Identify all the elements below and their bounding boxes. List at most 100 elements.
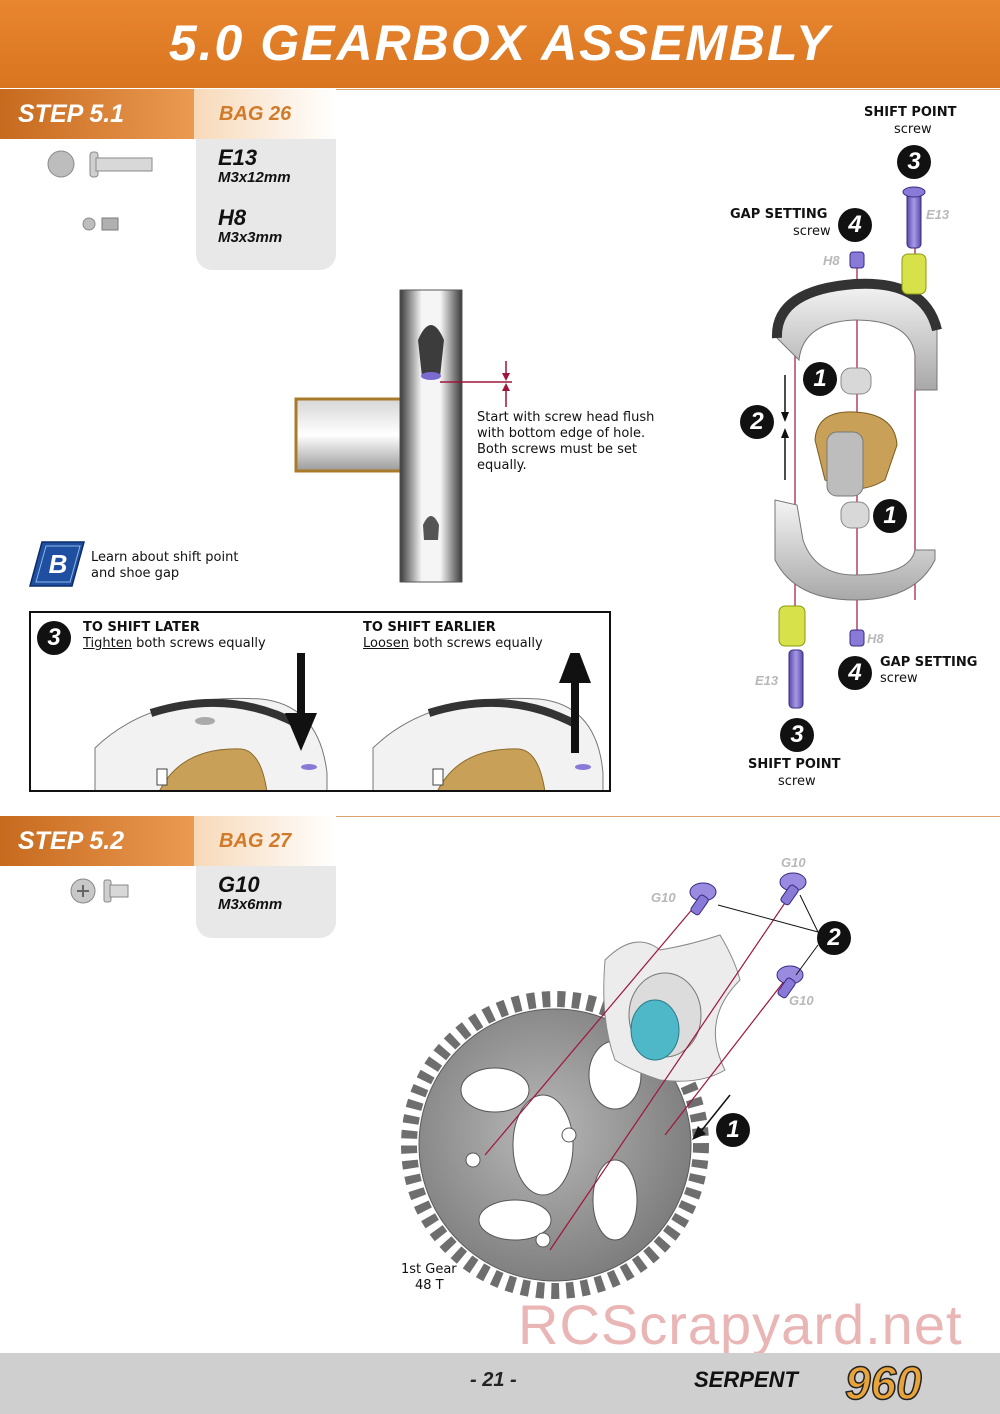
loosen-arrow-head [559, 653, 591, 683]
assembly-direction-arrow [697, 1094, 731, 1136]
g10-screw-3-shape [776, 965, 804, 999]
part-code-e13: E13 [218, 145, 258, 170]
shift-point-bottom-title: SHIFT POINT [748, 757, 841, 772]
step-5-1-bar: STEP 5.1 BAG 26 [0, 89, 1000, 139]
clutch-shoe-later-edge [149, 698, 301, 729]
part-size-h8: M3x3mm [218, 229, 283, 246]
step-number-1-gear: 1 [716, 1113, 750, 1147]
code-h8-bottom: H8 [867, 631, 884, 646]
top-shift-screw-shape [906, 189, 922, 249]
screw-setting-note: Start with screw head flush with bottom … [477, 410, 655, 473]
tighten-arrow-shaft [297, 653, 305, 717]
bag-26-label: BAG 26 [194, 89, 336, 139]
gap-setting-bottom-sub: screw [880, 671, 918, 686]
watermark-text: RCScrapyard.net [518, 1293, 963, 1356]
h8-side-icon [101, 217, 119, 231]
clutch-shoe-later-shape [94, 697, 328, 790]
bearing-shaft-shape [294, 397, 408, 473]
manual-b-icon-bg [29, 541, 85, 587]
screw-head-shape [421, 372, 441, 380]
part-size-e13: M3x12mm [218, 169, 291, 186]
bottom-gap-screw-shape [849, 629, 865, 647]
shift-earlier-instruction: Loosen both screws equally [363, 636, 543, 651]
part-code-h8: H8 [218, 205, 247, 230]
bearing-later-shape [159, 748, 268, 790]
step-number-3: 3 [37, 621, 71, 655]
gap-setting-bottom-title: GAP SETTING [880, 655, 978, 670]
code-h8-top: H8 [823, 253, 840, 268]
e13-head-icon [47, 150, 75, 178]
bell-shaft-shape [826, 431, 864, 497]
clutch-shoe-earlier-shape [372, 697, 604, 790]
step-number-2-gear: 2 [817, 921, 851, 955]
step-5-2-label: STEP 5.2 [0, 816, 194, 866]
step-number-3-bottom: 3 [780, 718, 814, 752]
g10-screw-2-shape [779, 872, 807, 906]
manual-b-icon-letter: B [49, 549, 68, 579]
code-e13-bottom: E13 [755, 673, 779, 688]
tighten-arrow-head [285, 713, 317, 751]
bag-27-label: BAG 27 [194, 816, 336, 866]
page-header: 5.0 GEARBOX ASSEMBLY [0, 0, 1000, 88]
screw-hole-bottom-shape [423, 516, 439, 540]
gear-assembly-drawing [401, 872, 819, 1299]
gap-arrow-bottom-head [502, 383, 510, 391]
h8-end-icon [82, 217, 96, 231]
clutch-section-drawing [294, 289, 512, 583]
shift-earlier-title: TO SHIFT EARLIER [363, 620, 496, 635]
shift-point-tip[interactable]: Learn about shift point and shoe gap [91, 550, 239, 581]
brand-logo-text: SERPENT [694, 1367, 798, 1392]
gear-label-name: 1st Gear [401, 1262, 457, 1277]
g10-part-icon [70, 878, 129, 904]
lower-clutch-shoe-shape [774, 499, 936, 601]
shift-point-bottom-sub: screw [778, 774, 816, 789]
e13-screw-shaft-icon [95, 157, 153, 172]
lower-pin-shape [840, 501, 870, 529]
clutch-exploded-drawing [771, 186, 942, 709]
shift-point-top-title: SHIFT POINT [864, 105, 957, 120]
step-number-2: 2 [740, 405, 774, 439]
part-code-g10: G10 [218, 872, 260, 897]
step-number-1-lower: 1 [873, 499, 907, 533]
code-e13-top: E13 [926, 207, 950, 222]
step-number-1-upper: 1 [803, 362, 837, 396]
step-number-4-bottom: 4 [838, 656, 872, 690]
code-g10-left: G10 [651, 890, 676, 905]
parts-box-step-5-2: G10 M3x6mm [196, 866, 336, 938]
top-gap-screw-shape [849, 251, 865, 269]
step-number-4-top: 4 [838, 208, 872, 242]
gap-setting-top-sub: screw [793, 224, 831, 239]
carrier-bearing-shape [630, 999, 680, 1061]
step-5-2-bar: STEP 5.2 BAG 27 [0, 816, 1000, 866]
part-size-g10: M3x6mm [218, 896, 283, 913]
code-g10-top: G10 [781, 855, 806, 870]
bearing-earlier-shape [437, 748, 546, 790]
shift-later-title: TO SHIFT LATER [83, 620, 200, 635]
code-g10-right: G10 [789, 993, 814, 1008]
screw-hole-top-shape [418, 325, 444, 377]
first-gear-shape [401, 991, 709, 1299]
bottom-spring-shape [778, 605, 806, 647]
shift-point-top-sub: screw [894, 122, 932, 137]
manual-b-icon[interactable]: B [28, 540, 86, 588]
step-divider [336, 816, 1000, 817]
g10-screw-1-shape [689, 882, 717, 916]
step-divider [336, 89, 1000, 90]
phillips-head-icon [77, 885, 89, 897]
shift-adjust-drawings [94, 653, 604, 790]
page-number: - 21 - [470, 1369, 517, 1391]
page-footer: - 21 - SERPENT 960 [0, 1353, 1000, 1414]
gap-arrow-top-head [502, 373, 510, 381]
shift-adjust-box: 3 TO SHIFT LATER Tighten both screws equ… [29, 611, 611, 792]
upper-pin-shape [840, 367, 872, 395]
parts-box-step-5-1: E13 M3x12mm H8 M3x3mm [196, 139, 336, 270]
page-title: 5.0 GEARBOX ASSEMBLY [168, 15, 832, 71]
gear-label-teeth: 48 T [415, 1278, 444, 1293]
brand-model-number: 960 [844, 1356, 922, 1410]
clutch-shoe-earlier-edge [427, 698, 579, 729]
part-icons-step-5-1 [47, 150, 153, 231]
shift-later-instruction: Tighten both screws equally [83, 636, 266, 651]
step-number-3-top: 3 [897, 145, 931, 179]
loosen-arrow-shaft [571, 663, 579, 753]
gap-setting-top-title: GAP SETTING [730, 207, 828, 222]
